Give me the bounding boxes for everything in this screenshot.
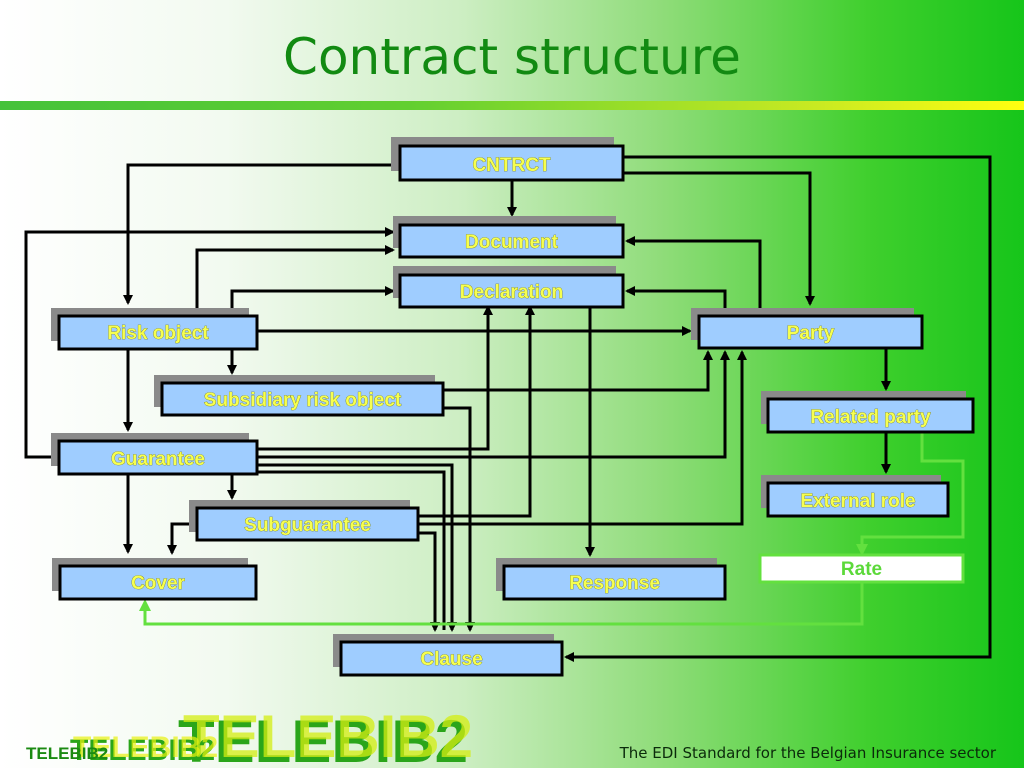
node-subguarantee[interactable]: Subguarantee: [189, 500, 420, 542]
node-label: Rate: [841, 559, 882, 580]
node-label: Guarantee: [111, 449, 205, 470]
edge-subguarantee-clause: [418, 531, 440, 632]
node-label: Declaration: [460, 282, 563, 303]
telebib2-logo: TELEBIB2 TELEBIB2 TELEBIB2 TELEBIB2 TELE…: [26, 703, 473, 768]
edge-subguarantee-party: [418, 350, 747, 526]
node-document[interactable]: Document: [393, 216, 625, 259]
node-label: Response: [569, 573, 660, 594]
diagram-edges: [24, 155, 992, 662]
logo-small: TELEBIB2: [26, 744, 108, 763]
node-rate[interactable]: Rate: [758, 553, 965, 584]
slide-title: Contract structure: [283, 28, 741, 86]
node-label: Subguarantee: [244, 515, 371, 536]
footer-tagline: The EDI Standard for the Belgian Insuran…: [619, 744, 996, 762]
logo-medium-highlight: TELEBIB2: [73, 731, 218, 764]
edge-guarantee-party: [257, 350, 730, 459]
title-underline-bar: [0, 101, 1024, 110]
edge-guarantee-document: [24, 227, 395, 459]
node-label: Cover: [131, 573, 185, 594]
logo-large: TELEBIB2: [178, 708, 468, 768]
edge-party-document: [625, 236, 762, 317]
node-label: Clause: [420, 649, 482, 670]
edge-related-party-rate: [856, 432, 965, 556]
edge-subsidiary-clause: [443, 406, 475, 632]
edge-cntrct-clause: [564, 155, 992, 662]
node-related-party[interactable]: Related party: [761, 391, 975, 434]
node-risk-object[interactable]: Risk object: [51, 308, 259, 351]
node-label: External role: [800, 491, 915, 512]
edge-guarantee-declaration: [257, 305, 493, 451]
edge-guarantee-clause-a: [257, 463, 457, 632]
edge-cntrct-risk-object: [123, 163, 400, 305]
node-label: CNTRCT: [472, 155, 550, 176]
logo-large-highlight: TELEBIB2: [183, 703, 473, 768]
node-label: Risk object: [107, 323, 209, 344]
node-external-role[interactable]: External role: [761, 475, 950, 518]
edge-risk-object-declaration: [230, 286, 395, 317]
edge-subsidiary-party: [443, 350, 713, 392]
node-response[interactable]: Response: [496, 558, 727, 601]
node-guarantee[interactable]: Guarantee: [51, 433, 259, 476]
edge-subguarantee-cover: [167, 522, 197, 555]
edge-guarantee-clause-b: [257, 470, 446, 630]
node-label: Document: [465, 232, 559, 253]
edge-subguarantee-declaration: [418, 305, 535, 518]
node-party[interactable]: Party: [691, 308, 924, 350]
node-cover[interactable]: Cover: [52, 558, 258, 601]
node-label: Subsidiary risk object: [204, 390, 402, 411]
node-label: Related party: [810, 407, 931, 428]
edge-rate-cover: [139, 583, 864, 626]
node-label: Party: [787, 323, 835, 344]
logo-medium: TELEBIB2: [70, 734, 215, 767]
node-clause[interactable]: Clause: [333, 634, 564, 677]
node-subsidiary-risk-object[interactable]: Subsidiary risk object: [154, 375, 445, 417]
node-cntrct[interactable]: CNTRCT: [391, 137, 625, 182]
edge-cntrct-party: [623, 171, 815, 306]
node-declaration[interactable]: Declaration: [393, 266, 625, 309]
edge-risk-object-document: [195, 245, 395, 317]
